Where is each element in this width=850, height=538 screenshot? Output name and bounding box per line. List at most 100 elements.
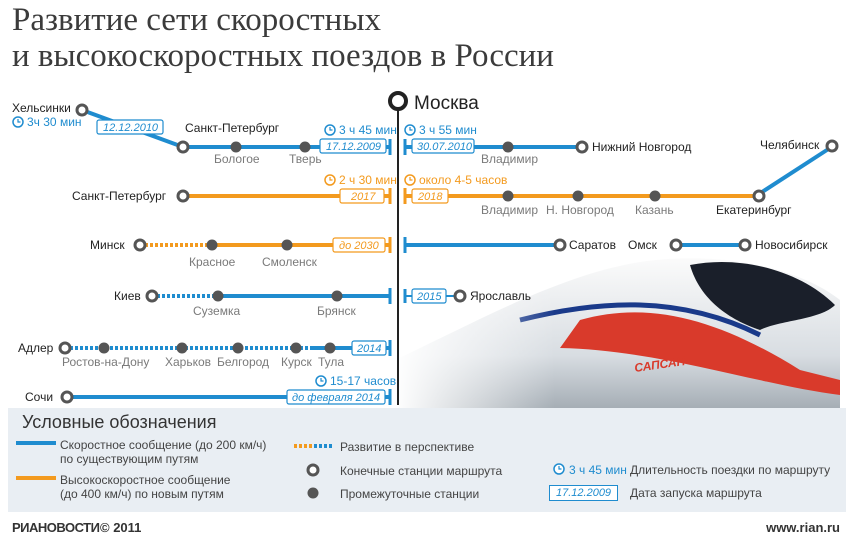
intermediate-station-icon <box>290 342 302 354</box>
route-omsk: Омск Новосибирск <box>628 238 828 252</box>
footer: РИАНОВОСТИ © 2011 www.rian.ru <box>0 514 850 538</box>
terminal-station-icon <box>75 103 89 117</box>
svg-text:2 ч 30 мин: 2 ч 30 мин <box>339 173 397 187</box>
svg-text:17.12.2009: 17.12.2009 <box>326 141 381 153</box>
station-label: Бологое <box>214 152 260 166</box>
intermediate-station-icon <box>98 342 110 354</box>
terminal-station-icon <box>145 289 159 303</box>
site-link[interactable]: www.rian.ru <box>766 520 840 535</box>
route-kiev: Киев Суземка Брянск <box>114 288 392 318</box>
station-label: Санкт-Петербург <box>185 121 280 135</box>
station-label: Хельсинки <box>12 101 71 115</box>
intermediate-station-icon <box>331 290 343 302</box>
terminal-station-icon <box>738 238 752 252</box>
legend-hs-line: Высокоскоростное сообщение (до 400 км/ч)… <box>60 473 231 501</box>
station-label: Брянск <box>317 304 357 318</box>
station-label: Омск <box>628 238 658 252</box>
legend-fast-line: Скоростное сообщение (до 200 км/ч) по су… <box>60 438 267 466</box>
intermediate-station-icon <box>572 190 584 202</box>
terminal-station-icon <box>176 189 190 203</box>
intermediate-station-icon <box>281 239 293 251</box>
svg-text:3 ч 45 мин: 3 ч 45 мин <box>339 123 397 137</box>
duration-badge: 15-17 часов <box>315 374 396 388</box>
hub-label: Москва <box>414 93 479 114</box>
station-label: Тула <box>318 355 344 369</box>
svg-text:до февраля 2014: до февраля 2014 <box>292 392 380 404</box>
svg-text:2014: 2014 <box>356 343 381 355</box>
station-label: Сочи <box>25 390 53 404</box>
station-label: Санкт-Петербург <box>72 189 167 203</box>
station-label: Харьков <box>165 355 211 369</box>
route-minsk: Минск Красное Смоленск до 2030 <box>90 237 392 269</box>
terminal-station-icon <box>669 238 683 252</box>
intermediate-station-icon <box>176 342 188 354</box>
station-label: Екатеринбург <box>716 203 792 217</box>
intermediate-station-icon <box>230 141 242 153</box>
date-badge: до февраля 2014 <box>286 389 386 405</box>
svg-text:около 4-5 часов: около 4-5 часов <box>419 173 507 187</box>
station-label: Красное <box>189 255 236 269</box>
station-label: Владимир <box>481 203 538 217</box>
station-label: Нижний Новгород <box>592 140 691 154</box>
date-badge: до 2030 <box>332 237 386 253</box>
legend-prospective: Развитие в перспективе <box>340 440 475 454</box>
station-label: Тверь <box>289 152 322 166</box>
legend: Условные обозначения Скоростное сообщени… <box>8 408 846 512</box>
svg-text:15-17 часов: 15-17 часов <box>330 374 396 388</box>
route-yaroslavl: 2015 Ярославль <box>403 288 531 304</box>
intermediate-station-icon <box>649 190 661 202</box>
svg-text:2015: 2015 <box>416 291 442 303</box>
route-adler: Адлер Ростов-на-Дону Харьков Белгород Ку… <box>18 340 392 369</box>
terminal-station-icon <box>176 140 190 154</box>
intermediate-station-icon <box>324 342 336 354</box>
intermediate-station-icon <box>299 141 311 153</box>
terminal-station-icon <box>306 463 320 477</box>
duration-badge: 3 ч 55 мин <box>404 123 477 137</box>
station-label: Киев <box>114 289 141 303</box>
duration-badge: 3 ч 45 мин <box>324 123 397 137</box>
copyright: © 2011 <box>100 520 142 535</box>
terminal-station-icon <box>58 341 72 355</box>
svg-text:12.12.2010: 12.12.2010 <box>103 122 159 134</box>
terminal-station-icon <box>575 140 589 154</box>
svg-text:3 ч 55 мин: 3 ч 55 мин <box>419 123 477 137</box>
route-ekb: Владимир Н. Новгород Казань Екатеринбург… <box>403 138 839 217</box>
fast-line-swatch <box>16 441 56 445</box>
station-label: Новосибирск <box>755 238 828 252</box>
station-label: Смоленск <box>262 255 318 269</box>
clock-icon <box>553 463 565 475</box>
svg-text:3ч 30 мин: 3ч 30 мин <box>27 115 82 129</box>
ria-logo: РИАНОВОСТИ <box>12 520 100 535</box>
station-label: Адлер <box>18 341 54 355</box>
duration-badge: 3ч 30 мин <box>12 115 82 129</box>
date-badge: 2018 <box>411 188 449 204</box>
terminal-station-icon <box>752 189 766 203</box>
station-label: Челябинск <box>760 138 820 152</box>
terminal-station-icon <box>825 139 839 153</box>
svg-text:до 2030: до 2030 <box>339 240 380 252</box>
prospective-line-swatch <box>294 444 334 448</box>
duration-badge: 2 ч 30 мин <box>324 173 397 187</box>
station-label: Суземка <box>193 304 240 318</box>
station-label: Курск <box>281 355 313 369</box>
train-stripe <box>560 312 840 395</box>
date-badge: 2015 <box>411 288 447 304</box>
intermediate-station-icon <box>502 141 514 153</box>
svg-text:2018: 2018 <box>417 191 443 203</box>
legend-terminal: Конечные станции маршрута <box>340 464 503 478</box>
date-badge: 2014 <box>351 340 387 356</box>
route-sochi: Сочи 15-17 часов до февраля 2014 <box>25 374 396 405</box>
route-map: САПСАН Москва Хельсинки Санкт-Петербург … <box>12 91 840 410</box>
station-label: Ярославль <box>470 289 531 303</box>
legend-date-text: Дата запуска маршрута <box>630 486 762 500</box>
legend-duration-text: Длительность поездки по маршруту <box>630 463 831 477</box>
terminal-station-icon <box>60 390 74 404</box>
intermediate-station-icon <box>206 239 218 251</box>
title-line-1: Развитие сети скоростных <box>12 2 382 38</box>
train-fade <box>395 250 555 410</box>
route-spb-hs: Санкт-Петербург 2 ч 30 мин 2017 <box>72 173 397 204</box>
date-badge: 17.12.2009 <box>319 138 387 154</box>
terminal-station-icon <box>453 289 467 303</box>
station-label: Ростов-на-Дону <box>62 355 149 369</box>
page-title: Развитие сети скоростных и высокоскорост… <box>12 2 554 74</box>
